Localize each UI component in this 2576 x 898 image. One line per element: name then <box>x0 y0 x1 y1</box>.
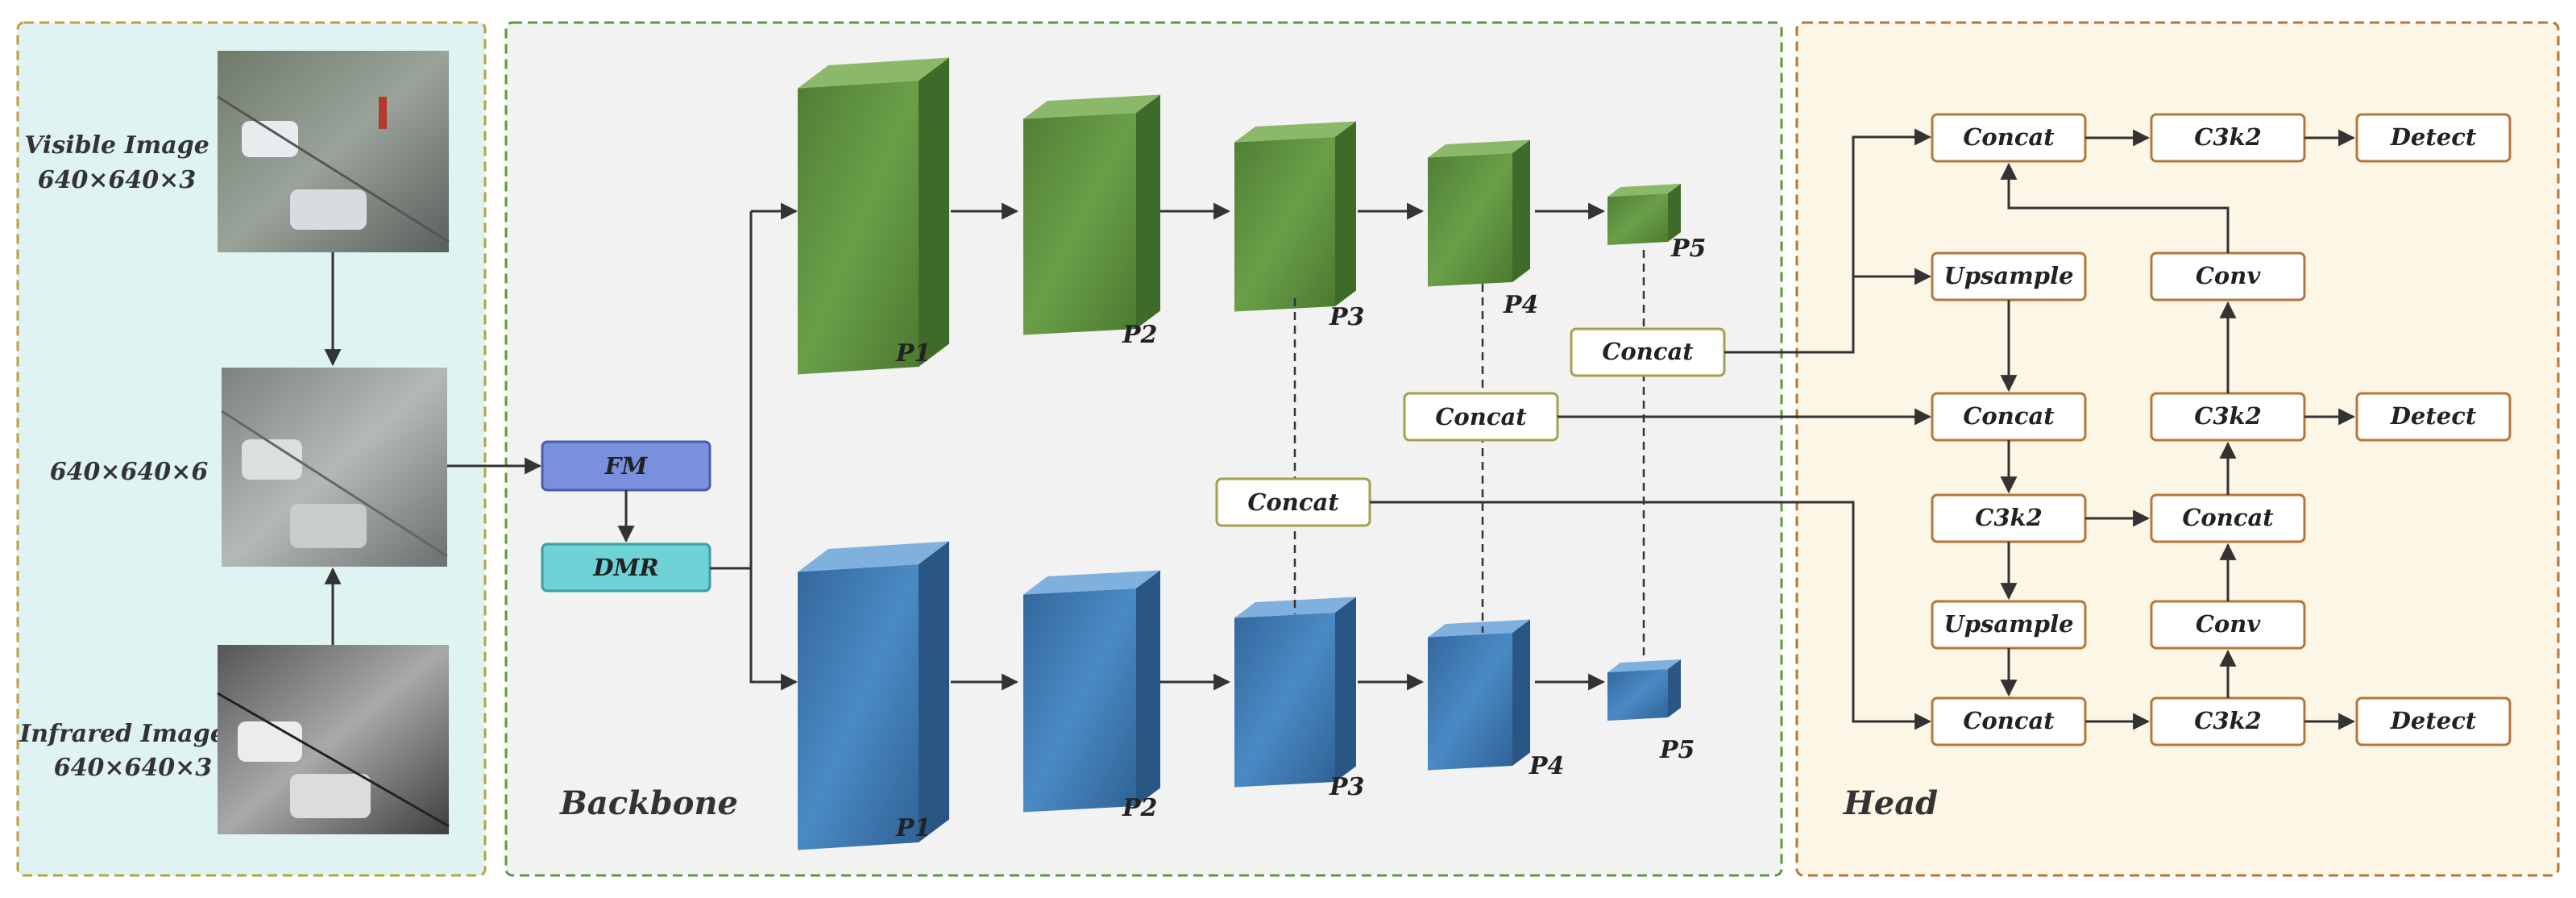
green-p3-label: P3 <box>1329 303 1364 331</box>
infrared-image-label: Infrared Image <box>19 720 226 748</box>
green-cube-p3 <box>1234 121 1356 312</box>
svg-text:C3k2: C3k2 <box>2194 123 2262 151</box>
fm-module: FM <box>541 440 711 492</box>
svg-text:C3k2: C3k2 <box>2194 707 2262 734</box>
head-title: Head <box>1843 784 1938 822</box>
visible-image-thumbnail <box>217 51 450 252</box>
infrared-image-thumbnail <box>217 645 450 834</box>
svg-text:Concat: Concat <box>1435 403 1527 430</box>
blue-p1-label: P1 <box>895 814 931 842</box>
svg-text:Concat: Concat <box>1602 338 1694 365</box>
visible-backbone-stream <box>798 57 1681 375</box>
svg-text:Concat: Concat <box>2182 504 2274 531</box>
concat-p3-box: Concat <box>1215 477 1371 527</box>
head-c3k2-2: C3k2 <box>2150 392 2306 442</box>
green-p4-label: P4 <box>1503 291 1538 319</box>
svg-text:Upsample: Upsample <box>1943 262 2073 289</box>
svg-text:C3k2: C3k2 <box>1975 504 2043 531</box>
head-concat-1: Concat <box>1931 113 2087 163</box>
svg-text:Concat: Concat <box>1963 402 2055 430</box>
blue-cube-p2 <box>1023 570 1160 813</box>
svg-text:Detect: Detect <box>2390 707 2477 734</box>
head-c3k2-left: C3k2 <box>1931 493 2087 543</box>
head-concat-2: Concat <box>1931 392 2087 442</box>
green-cube-p5 <box>1607 184 1681 245</box>
infrared-backbone-stream <box>798 541 1681 850</box>
head-detect-2: Detect <box>2355 392 2512 442</box>
blue-cube-p4 <box>1428 619 1530 771</box>
svg-text:Detect: Detect <box>2390 402 2477 430</box>
concat-p5-box: Concat <box>1570 327 1726 377</box>
head-detect-3: Detect <box>2355 696 2512 746</box>
blue-p4-label: P4 <box>1529 752 1564 780</box>
head-c3k2-3: C3k2 <box>2150 696 2306 746</box>
head-upsample-2: Upsample <box>1931 600 2087 650</box>
blue-p5-label: P5 <box>1659 736 1695 764</box>
infrared-image-size: 640×640×3 <box>54 754 212 782</box>
arrow-dmr-to-blue-p1 <box>749 568 799 691</box>
head-concat-4: Concat <box>2150 493 2306 543</box>
svg-text:Conv: Conv <box>2196 610 2262 638</box>
concat-p4-box: Concat <box>1403 392 1559 442</box>
blue-cube-p3 <box>1234 597 1356 788</box>
head-concat-3: Concat <box>1931 696 2087 746</box>
svg-text:Conv: Conv <box>2196 262 2262 289</box>
svg-text:Concat: Concat <box>1247 488 1339 516</box>
visible-image-size: 640×640×3 <box>38 166 196 194</box>
connector-concat-p3-to-head <box>1370 501 1932 730</box>
fused-image-thumbnail <box>221 368 448 567</box>
fused-size-label: 640×640×6 <box>50 458 209 486</box>
head-conv-1: Conv <box>2150 252 2306 301</box>
svg-text:C3k2: C3k2 <box>2194 402 2262 430</box>
green-p2-label: P2 <box>1122 321 1157 349</box>
dmr-module-label: DMR <box>592 554 658 581</box>
fm-module-label: FM <box>604 452 649 480</box>
head-detect-1: Detect <box>2355 113 2512 163</box>
dmr-module: DMR <box>541 543 711 592</box>
connector-concat-p5-to-head <box>1724 128 1932 354</box>
svg-text:Upsample: Upsample <box>1943 610 2073 638</box>
head-conv-2: Conv <box>2150 600 2306 650</box>
green-p5-label: P5 <box>1670 235 1706 263</box>
backbone-title: Backbone <box>559 784 738 822</box>
head-c3k2-1: C3k2 <box>2150 113 2306 163</box>
green-cube-p1 <box>798 57 949 375</box>
svg-text:Concat: Concat <box>1963 707 2055 734</box>
svg-text:Detect: Detect <box>2390 123 2477 151</box>
green-cube-p2 <box>1023 94 1160 335</box>
head-upsample-1: Upsample <box>1931 252 2087 301</box>
head-panel <box>1795 21 2560 877</box>
green-cube-p4 <box>1428 139 1530 287</box>
arrow-conv1-to-concat1 <box>2000 162 2230 253</box>
svg-text:Concat: Concat <box>1963 123 2055 151</box>
blue-cube-p1 <box>798 541 949 850</box>
blue-p2-label: P2 <box>1122 794 1157 822</box>
visible-image-label: Visible Image <box>24 131 209 160</box>
blue-p3-label: P3 <box>1329 773 1364 801</box>
green-p1-label: P1 <box>895 339 931 368</box>
blue-cube-p5 <box>1607 659 1681 721</box>
